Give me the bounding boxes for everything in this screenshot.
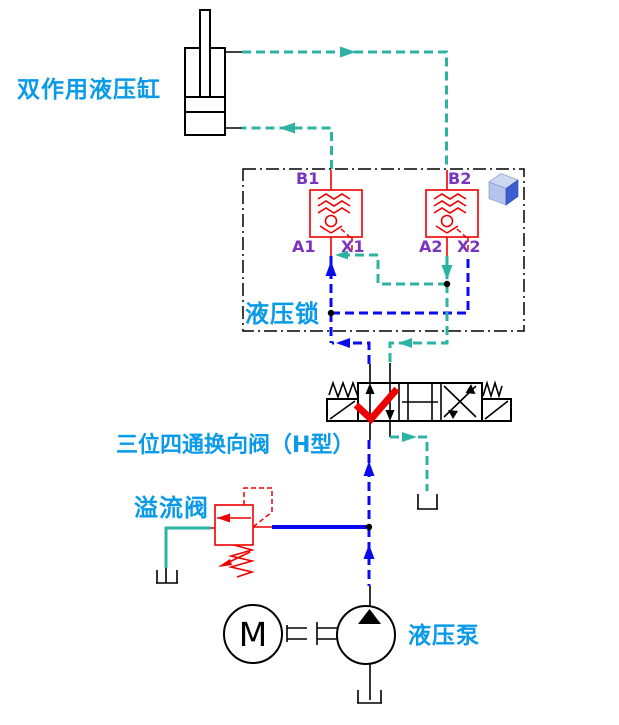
spring-icon <box>433 193 467 200</box>
check-ball-icon <box>440 214 454 228</box>
work-line-rod-side <box>242 46 448 169</box>
spring-icon <box>328 380 359 400</box>
cube-3d-icon <box>488 173 519 206</box>
work-line-cap-side <box>242 122 333 169</box>
junction-dot <box>443 280 451 288</box>
pilot-line-x1 <box>335 250 447 286</box>
tank-line-t <box>390 432 438 510</box>
cylinder-label: 双作用液压缸 <box>17 76 161 103</box>
tank-symbol <box>357 690 382 704</box>
flow-arrow-left-icon <box>336 338 350 348</box>
junction-dot <box>327 309 335 317</box>
lock-label: 液压锁 <box>245 300 320 328</box>
check-valve-1 <box>309 170 363 256</box>
pilot-line-x2 <box>331 256 470 315</box>
flow-arrow-right-icon <box>340 46 356 58</box>
spring-icon <box>317 193 351 200</box>
h-center-symbol <box>402 384 438 420</box>
check-ball-icon <box>324 214 338 228</box>
active-position-checkmark-icon <box>353 386 400 425</box>
flow-arrow-right-icon <box>402 432 417 442</box>
drain-line <box>164 526 211 568</box>
spring-icon <box>482 380 503 399</box>
valve-arrow-down-icon <box>385 410 395 421</box>
hydraulic-pump <box>336 586 396 704</box>
flow-arrow-left-icon <box>217 513 230 523</box>
directional-valve <box>326 363 512 440</box>
flow-arrow-up-icon <box>325 261 337 276</box>
relief-label: 溢流阀 <box>134 494 209 522</box>
flow-arrow-left-icon <box>335 250 348 260</box>
tank-symbol <box>156 568 178 584</box>
port-label-b2: B2 <box>448 169 471 188</box>
port-label-a2: A2 <box>419 237 443 256</box>
motor-letter: M <box>239 615 267 654</box>
pump-triangle-icon <box>358 609 381 624</box>
port-label-x2: X2 <box>457 237 480 256</box>
pressure-line-valve-a <box>329 313 371 364</box>
port-label-b1: B1 <box>296 169 319 188</box>
flow-arrow-down-icon <box>441 265 453 280</box>
port-label-a1: A1 <box>292 237 316 256</box>
piston-rod <box>199 9 211 98</box>
adjust-arrow-icon <box>218 559 232 567</box>
return-line-a2 <box>441 256 453 284</box>
flow-arrow-left-icon <box>398 338 412 348</box>
tank-symbol <box>417 494 438 510</box>
flow-arrow-up-icon <box>363 461 375 476</box>
valve-label: 三位四通换向阀（H型） <box>116 432 354 458</box>
relief-valve <box>156 487 273 584</box>
flow-arrow-up-icon <box>363 544 375 559</box>
valve-arrow-up-icon <box>365 383 375 394</box>
double-acting-cylinder <box>184 9 242 136</box>
hydraulic-lock-enclosure <box>242 168 525 332</box>
junction-dot <box>365 523 373 531</box>
shaft-coupling <box>286 622 337 645</box>
pressure-line-a1 <box>325 256 337 313</box>
spring-icon <box>227 544 256 578</box>
electric-motor: M <box>223 604 283 664</box>
pilot-sense-line <box>243 487 273 528</box>
flow-arrow-left-icon <box>279 122 295 134</box>
port-label-x1: X1 <box>341 237 364 256</box>
pump-label: 液压泵 <box>408 622 480 649</box>
return-line-valve-b <box>388 284 449 363</box>
check-valve-2 <box>425 170 479 256</box>
pressure-line-p <box>272 440 375 586</box>
